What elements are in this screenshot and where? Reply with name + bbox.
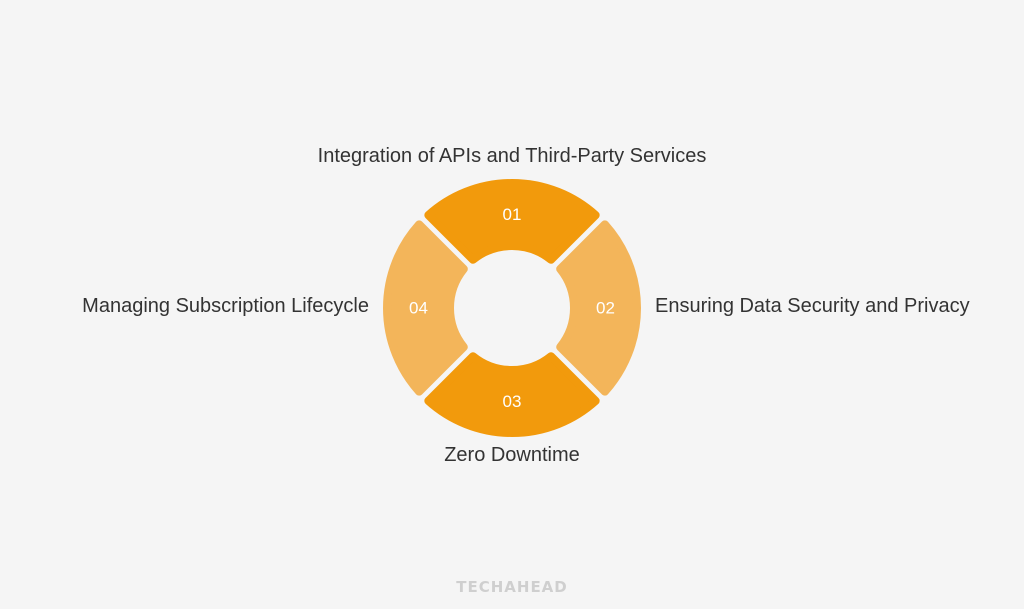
step-04-label: Managing Subscription Lifecycle	[82, 295, 369, 317]
segment-02-number: 02	[596, 298, 615, 317]
segment-04-shape	[383, 220, 468, 396]
segment-02-shape	[556, 220, 641, 396]
segment-04-number: 04	[409, 298, 428, 317]
techahead-logo: TECHAHEAD	[456, 578, 568, 596]
segment-03-number: 03	[503, 392, 522, 411]
segment-03-shape	[424, 352, 600, 437]
segment-03: 03	[424, 352, 600, 437]
step-02-label: Ensuring Data Security and Privacy	[655, 295, 970, 317]
segment-02: 02	[556, 220, 641, 396]
step-01-label: Integration of APIs and Third-Party Serv…	[317, 145, 707, 167]
segment-01-number: 01	[503, 205, 522, 224]
segment-01: 01	[424, 179, 600, 264]
step-03-label: Zero Downtime	[444, 444, 580, 466]
segment-01-shape	[424, 179, 600, 264]
segment-04: 04	[383, 220, 468, 396]
